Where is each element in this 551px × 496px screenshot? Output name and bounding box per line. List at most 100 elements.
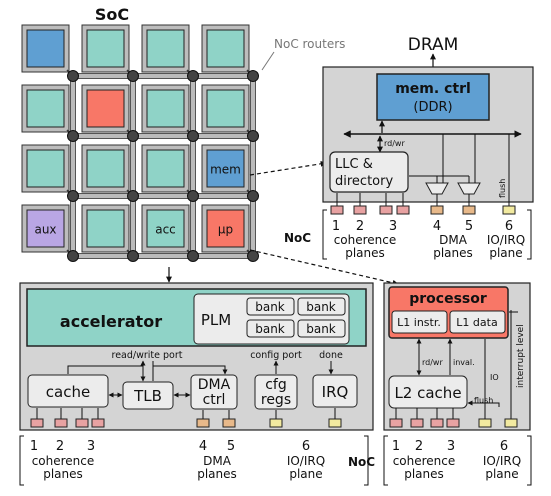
acc-port-dma-5 [222,418,236,428]
acc-num-4: 4 [199,439,207,454]
proc-inval-label: inval. [453,358,475,367]
noc-link-v [250,75,256,137]
soc-tile-r1c2 [146,89,185,128]
mem-rdwr-label: rd/wr [384,139,405,148]
acc-dma-link [153,365,228,375]
noc-router [67,70,79,82]
noc-link-v [70,135,76,197]
acc-port-dma-4 [196,418,210,428]
acc-port-links [36,408,336,420]
bank-3-label: bank [255,322,285,336]
mem-dma-line1: DMA [439,233,468,247]
mem-num-2: 2 [356,219,364,234]
noc-router [187,130,199,142]
acc-num-6: 6 [302,439,310,454]
bank-3 [246,319,295,338]
noc-link-v [70,75,76,137]
noc-router [127,70,139,82]
acc-port-io-6a [269,418,283,428]
cfg-regs-line1: cfg [265,377,287,393]
bank-4-label: bank [306,322,336,336]
noc-link-h [192,253,254,259]
proc-port-coh-3b [446,418,460,428]
l2-cache-label: L2 cache [394,384,461,402]
dram-label: DRAM [408,35,459,55]
soc-tile-r2c1 [86,149,125,188]
mem-ctrl-box [376,73,490,121]
mem-noc-label: NoC [284,231,311,245]
proc-ports [389,418,518,428]
dma-ctrl-line2: ctrl [203,392,226,408]
noc-router [247,130,259,142]
mem-port-dma-5 [462,205,476,215]
acc-bracket-left [19,435,24,486]
noc-router [127,130,139,142]
acc-cache-label: cache [46,383,90,401]
noc-link-v [70,195,76,257]
soc-tile-acc [146,209,185,248]
acc-io-line1: IO/IRQ [287,454,325,468]
bank-2 [297,297,346,316]
proc-noc-label: NoC [348,455,375,469]
soc-tile-r2c2 [146,149,185,188]
noc-link-v [190,195,196,257]
processor-label: processor [409,291,487,307]
noc-router [67,190,79,202]
proc-coherence-line1: coherence [393,454,456,468]
plm-label: PLM [201,311,231,329]
dma-mux-5 [457,182,481,195]
noc-router [67,130,79,142]
soc-tile-r2c0 [26,149,65,188]
l1-data-label: L1 data [456,316,497,329]
dma-ctrl-box [190,374,238,410]
noc-router [187,70,199,82]
acc-io-line2: plane [289,467,322,481]
soc-title: SoC [95,5,129,24]
rw-port-label: read/write port [112,350,183,361]
mem-dma-line2: planes [433,246,473,260]
acc-num-5: 5 [227,439,235,454]
proc-port-links [395,408,454,420]
noc-link-h [72,73,134,79]
tlb-label: TLB [133,387,162,405]
llc-label-line1: LLC & [335,157,373,172]
proc-bracket-right [527,435,532,486]
noc-link-v [250,135,256,197]
soc-tile-r0c3 [206,29,245,68]
proc-io-line2: plane [485,467,518,481]
tlb-box [122,381,174,410]
mem-io-line2: plane [489,246,522,260]
mem-num-6: 6 [505,219,513,234]
soc-tile-μp [206,209,245,248]
proc-flush-link [467,400,500,407]
proc-bracket-left [383,435,388,486]
mem-coherence-line2: planes [345,246,385,260]
acc-port-coh-3b [91,418,105,428]
soc-tile-r1c1 [86,89,125,128]
acc-port-coh-1 [30,418,44,428]
noc-link-h [72,193,134,199]
proc-port-coh-3a [430,418,444,428]
noc-link-v [130,195,136,257]
proc-coherence-line2: planes [404,467,444,481]
noc-link-h [192,193,254,199]
mem-port-dma-4 [430,205,444,215]
mem-flush-label: flush [498,179,507,198]
noc-link-h [72,133,134,139]
acc-cache-box [27,374,109,408]
cfg-regs-box [254,374,298,410]
l1-instr-box [391,310,448,334]
soc-tile-r0c1 [86,29,125,68]
proc-port-io-6b [504,418,518,428]
proc-io-line1: IO/IRQ [483,454,521,468]
l1-instr-label: L1 instr. [397,316,441,329]
interrupt-level-label: interrupt level [516,324,526,388]
llc-directory-box [329,151,409,193]
soc-tile-mem [206,149,245,188]
mem-coherence-line1: coherence [334,233,397,247]
noc-link-v [190,75,196,137]
soc-tile-label-acc: acc [155,223,176,237]
cfg-regs-line2: regs [261,392,291,408]
